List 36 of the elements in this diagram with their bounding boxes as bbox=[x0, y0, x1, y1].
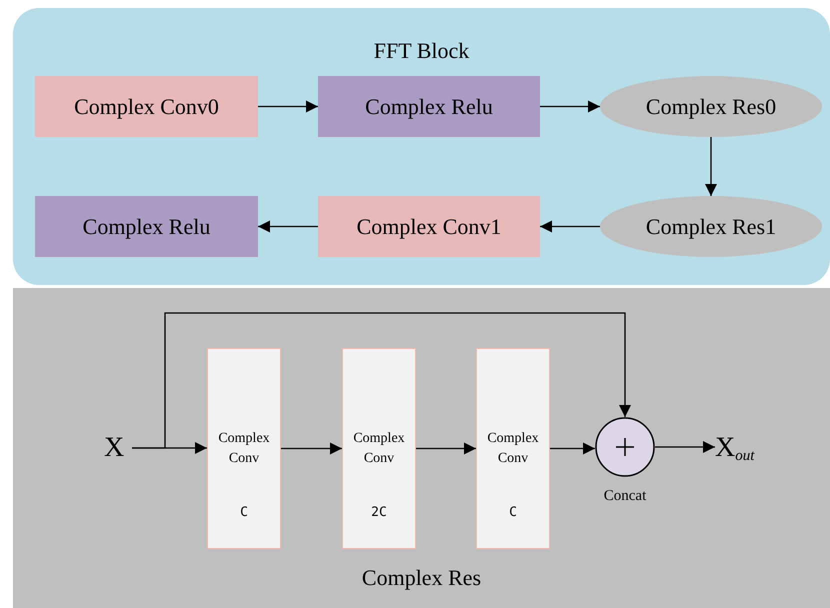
arrow bbox=[655, 441, 715, 453]
conv-layer-box bbox=[207, 348, 281, 549]
process-box bbox=[35, 76, 258, 137]
layer-name: Complex Conv bbox=[352, 430, 406, 468]
arrow bbox=[132, 312, 631, 449]
process-box bbox=[318, 76, 540, 137]
panel-title: FFT Block bbox=[372, 37, 470, 65]
channel-label: C bbox=[239, 504, 249, 522]
layer-name: Complex Conv bbox=[217, 430, 271, 468]
node-label: Complex Relu bbox=[365, 93, 493, 121]
process-box bbox=[318, 196, 540, 257]
panel-title: Complex Res bbox=[360, 564, 482, 592]
process-box bbox=[35, 196, 258, 257]
signal-label: X bbox=[104, 434, 124, 462]
channel-label: 2C bbox=[370, 504, 388, 522]
arrow bbox=[550, 442, 595, 454]
channel-label: C bbox=[508, 504, 518, 522]
layer-name: Complex Conv bbox=[486, 430, 540, 468]
arrow bbox=[705, 137, 717, 196]
arrow bbox=[540, 220, 600, 232]
node-label: Complex Relu bbox=[82, 213, 210, 241]
arrow bbox=[416, 442, 476, 454]
node-label: Complex Res0 bbox=[646, 93, 776, 121]
signal-label: X$_{out}$ bbox=[715, 434, 754, 462]
conv-layer-box bbox=[476, 348, 550, 549]
node-label: Complex Conv0 bbox=[74, 93, 219, 121]
arrow bbox=[258, 220, 318, 232]
node-caption: Concat bbox=[604, 487, 646, 506]
arrow bbox=[540, 100, 600, 112]
node-label: Complex Conv1 bbox=[356, 213, 502, 241]
group-panel bbox=[13, 288, 830, 608]
node-label: Complex Res1 bbox=[646, 213, 776, 241]
conv-layer-box bbox=[342, 348, 416, 549]
arrow bbox=[258, 100, 318, 112]
arrow bbox=[281, 442, 342, 454]
group-panel bbox=[13, 8, 830, 285]
